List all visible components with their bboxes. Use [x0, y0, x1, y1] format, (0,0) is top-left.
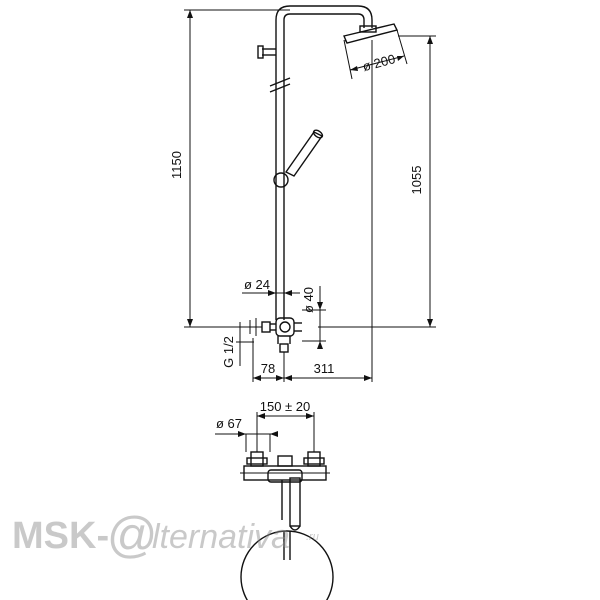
fitting-diameter-dimension: ø 40	[301, 286, 326, 349]
center-distance-dimension: 150 ± 20	[256, 399, 315, 452]
pipe-diameter-dimension: ø 24	[242, 277, 300, 296]
head-diameter-dimension: ø 200	[343, 29, 408, 80]
pipe-diameter-label: ø 24	[244, 277, 270, 292]
mixer-valve-front	[240, 451, 330, 483]
watermark-tld: .ru	[306, 531, 319, 543]
watermark-prefix: MSK-	[12, 515, 109, 557]
watermark-at: @	[106, 507, 157, 563]
flange-diameter-dimension: ø 67	[215, 416, 278, 452]
flange-diameter-label: ø 67	[216, 416, 242, 431]
horizontal-dimensions: 78 311	[252, 40, 373, 382]
riser-pipe	[269, 5, 373, 320]
head-diameter-label: ø 200	[361, 51, 397, 74]
hand-shower	[273, 129, 324, 188]
shower-head	[343, 23, 399, 44]
top-knob	[257, 45, 276, 59]
wall-offset-label: 78	[261, 361, 275, 376]
height-1150-dimension: 1150	[169, 9, 290, 328]
fitting-diameter-label: ø 40	[301, 287, 316, 313]
mixer-valve-side	[249, 317, 302, 353]
watermark-logo: MSK- @ lternativa .ru	[12, 507, 319, 563]
height-1150-label: 1150	[169, 151, 184, 179]
arm-reach-label: 311	[314, 361, 335, 376]
rain-head-front	[240, 530, 334, 600]
height-1055-dimension: 1055	[318, 35, 436, 328]
height-1055-label: 1055	[409, 166, 424, 195]
inlet-thread-dimension: G 1/2	[221, 322, 254, 368]
center-distance-label: 150 ± 20	[260, 399, 311, 414]
front-view: 150 ± 20 ø 67	[215, 399, 334, 600]
side-view: 1150	[169, 5, 436, 382]
inlet-thread-label: G 1/2	[221, 336, 236, 368]
riser-front	[281, 477, 301, 531]
watermark-suffix: lternativa	[152, 518, 290, 556]
